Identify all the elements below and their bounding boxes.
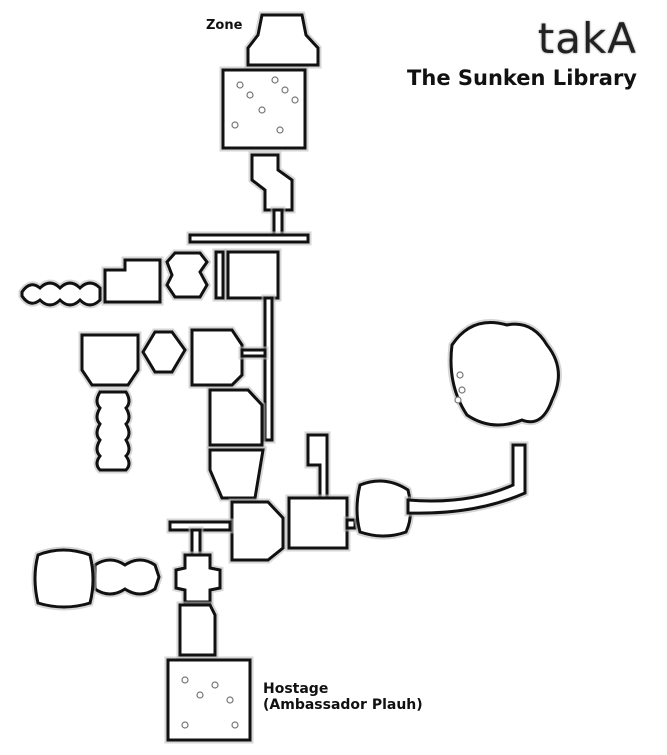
debris-marker [258,106,266,114]
long-corridor [263,296,274,442]
debris-marker [196,691,204,699]
debris-marker [181,676,189,684]
room-f [190,328,244,387]
west-cave [33,548,95,609]
debris-marker [181,721,189,729]
hostage-label-line2: (Ambassador Plauh) [263,697,423,713]
hostage-label: Hostage (Ambassador Plauh) [263,681,423,713]
room-e [141,330,187,374]
debris-marker [291,96,299,104]
passage [214,250,225,300]
debris-marker [226,696,234,704]
t-stem [190,528,202,557]
debris-marker [276,126,284,134]
debris-marker [211,681,219,689]
zone-label: Zone [206,18,243,33]
room-g [208,388,264,447]
hostage-label-line1: Hostage [263,681,329,697]
room-h [208,448,265,500]
zone-room [246,13,320,67]
west-cave-chain [20,281,102,307]
cross-hall [188,233,310,244]
debris-marker [458,386,466,394]
cave-room [355,479,413,538]
cave-tunnel [406,443,527,515]
map-title: takA [537,14,637,63]
great-cave [449,321,560,427]
room-a [226,250,280,300]
link [240,348,267,358]
hostage-room [166,658,252,742]
debris-marker [281,86,289,94]
debris-marker [231,121,239,129]
room-b [103,258,162,304]
debris-marker [246,91,254,99]
room-j [287,496,349,550]
debris-marker [456,371,464,379]
room-c [165,251,209,299]
debris-marker [271,76,279,84]
south-corridor [178,603,217,657]
north-corridor [250,153,294,212]
west-chain-2 [93,558,161,596]
south-cave-chain [95,390,131,472]
room-d [80,333,140,387]
room-i [230,500,285,562]
link-2 [345,518,357,530]
map-subtitle: The Sunken Library [407,66,637,90]
debris-marker [231,721,239,729]
debris-marker [236,81,244,89]
debris-marker [454,396,462,404]
